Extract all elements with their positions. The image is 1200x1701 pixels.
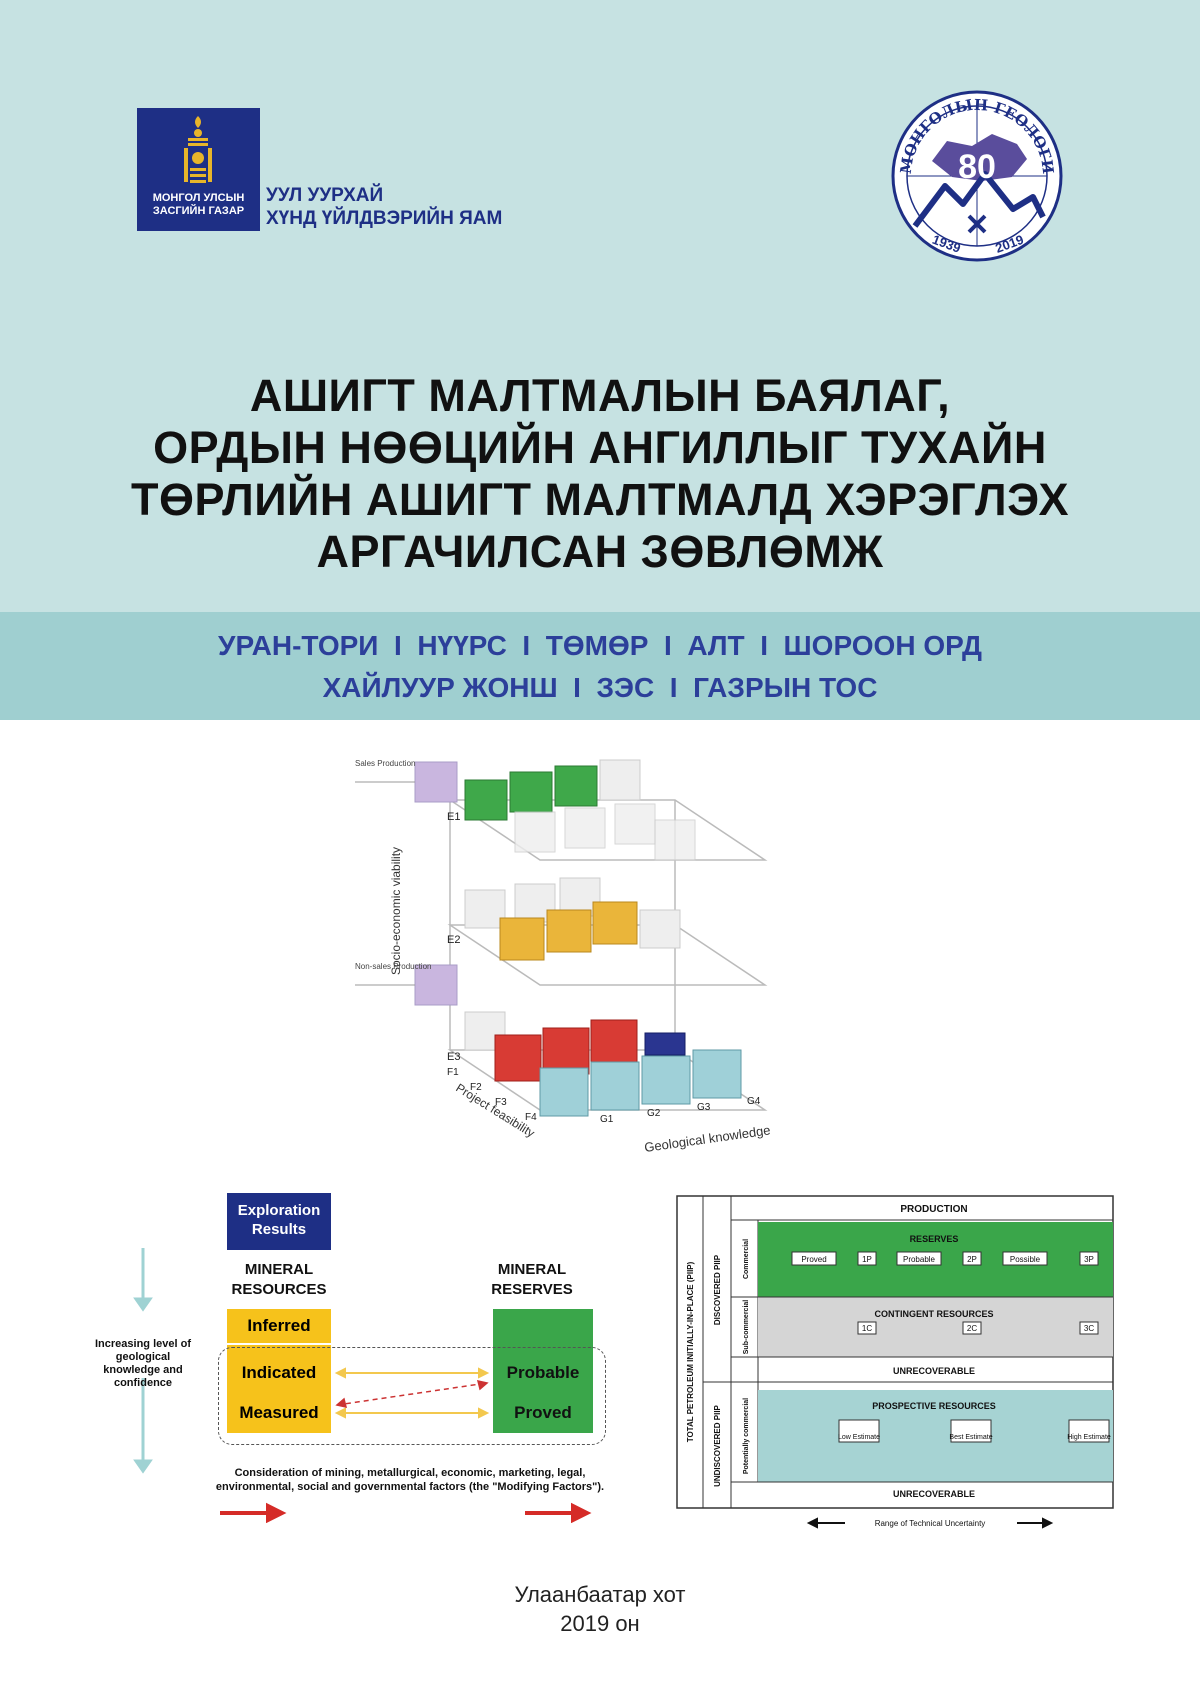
e3-label: E3 <box>447 1051 460 1063</box>
e2-label: E2 <box>447 934 460 946</box>
pet-1p: 1P <box>862 1255 872 1264</box>
probable-label: Probable <box>506 1363 580 1382</box>
mineral-types-line1: УРАН-ТОРИ I НҮҮРС I ТӨМӨР I АЛТ I ШОРООН… <box>218 630 982 661</box>
unfc-cube-figure: Sales Production Non-sales Production So… <box>355 759 771 1155</box>
uncertainty-label: Range of Technical Uncertainty <box>875 1519 986 1528</box>
pet-high: High Estimate <box>1067 1434 1111 1441</box>
ministry-line1: УУЛ УУРХАЙ <box>266 185 384 206</box>
e1-cubes <box>464 759 696 861</box>
pet-3p: 3P <box>1084 1255 1094 1264</box>
unrecoverable-label-2: UNRECOVERABLE <box>893 1489 975 1499</box>
f4-label: F4 <box>525 1112 537 1123</box>
imprint: Улаанбаатар хот 2019 он <box>0 1580 1200 1638</box>
sales-production-cube <box>414 761 458 803</box>
unrecoverable-label-1: UNRECOVERABLE <box>893 1366 975 1376</box>
subtitle-band <box>0 612 1200 720</box>
pet-3c: 3C <box>1084 1324 1094 1333</box>
emblem-caption-line2: ЗАСГИЙН ГАЗАР <box>152 205 245 217</box>
g4-label: G4 <box>747 1096 761 1107</box>
nonsales-production-cube <box>414 964 458 1006</box>
government-emblem: МОНГОЛ УЛСЫН ЗАСГИЙН ГАЗАР <box>137 108 260 231</box>
imprint-city: Улаанбаатар хот <box>514 1582 686 1607</box>
flow-arrows <box>133 1248 592 1523</box>
e1-label: E1 <box>447 811 460 823</box>
petroleum-classification-figure: PRODUCTION RESERVES Proved 1P Probable 2… <box>676 1195 1114 1529</box>
e3-cubes <box>464 1011 742 1117</box>
emblem-caption: МОНГОЛ УЛСЫН ЗАСГИЙН ГАЗАР <box>137 192 260 218</box>
ministry-line2: ХҮНД ҮЙЛДВЭРИЙН ЯАМ <box>266 208 503 229</box>
title-line1: АШИГТ МАЛТМАЛЫН БАЯЛАГ, <box>249 370 951 421</box>
resources-heading: MINERAL RESOURCES <box>231 1261 327 1298</box>
g2-label: G2 <box>647 1108 661 1119</box>
total-piip-label: TOTAL PETROLEUM INITIALLY-IN-PLACE (PIIP… <box>686 1261 695 1442</box>
commercial-label: Commercial <box>743 1239 750 1279</box>
pet-2p: 2P <box>967 1255 977 1264</box>
title-line3: ТӨРЛИЙН АШИГТ МАЛТМАЛД ХЭРЭГЛЭХ <box>130 474 1070 525</box>
exploration-results-box: Exploration Results <box>227 1193 331 1250</box>
inferred-box: Inferred <box>227 1309 331 1343</box>
f2-label: F2 <box>470 1082 482 1093</box>
pet-possible: Possible <box>1010 1255 1041 1264</box>
proved-label: Proved <box>514 1403 572 1422</box>
mineral-types: УРАН-ТОРИ I НҮҮРС I ТӨМӨР I АЛТ I ШОРООН… <box>0 625 1200 709</box>
indicated-label: Indicated <box>241 1363 317 1382</box>
x-axis-label: Geological knowledge <box>643 1122 771 1155</box>
confidence-note: Increasing level of geological knowledge… <box>95 1338 191 1389</box>
f1-label: F1 <box>447 1067 459 1078</box>
title-line2: ОРДЫН НӨӨЦИЙН АНГИЛЛЫГ ТУХАЙН <box>153 422 1047 473</box>
imprint-year: 2019 он <box>560 1611 640 1636</box>
pet-best: Best Estimate <box>949 1434 992 1441</box>
measured-label: Measured <box>239 1403 319 1422</box>
pet-probable: Probable <box>903 1255 936 1264</box>
emblem-caption-line1: МОНГОЛ УЛСЫН <box>152 192 245 204</box>
geology-anniversary-badge: МОНГОЛЫН ГЕОЛОГИ 80 1939 2019 <box>891 90 1063 262</box>
resources-reserves-figure: Exploration Results MINERAL RESOURCES MI… <box>90 1193 620 1523</box>
z-axis-label: Project feasibility <box>453 1081 537 1141</box>
f3-label: F3 <box>495 1097 507 1108</box>
production-label: PRODUCTION <box>900 1204 967 1215</box>
undiscovered-piip-label: UNDISCOVERED PIIP <box>713 1404 722 1486</box>
g3-label: G3 <box>697 1102 711 1113</box>
sales-production-label: Sales Production <box>355 759 415 768</box>
indicated-measured-box <box>227 1345 331 1433</box>
pet-low: Low Estimate <box>838 1434 880 1441</box>
nonsales-production-label: Non-sales Production <box>355 962 431 971</box>
pet-2c: 2C <box>967 1324 977 1333</box>
reserves-heading: MINERAL RESERVES <box>491 1261 573 1298</box>
sub-commercial-label: Sub-commercial <box>743 1300 750 1355</box>
prospective-label: PROSPECTIVE RESOURCES <box>872 1401 996 1411</box>
discovered-piip-label: DISCOVERED PIIP <box>713 1254 722 1325</box>
e2-cubes <box>464 877 681 961</box>
soyombo-icon <box>184 116 212 183</box>
reserves-label: RESERVES <box>910 1234 959 1244</box>
reserves-box <box>493 1309 593 1433</box>
y-axis-label: Socio-economic viability <box>389 847 403 975</box>
document-title: АШИГТ МАЛТМАЛЫН БАЯЛАГ, ОРДЫН НӨӨЦИЙН АН… <box>40 370 1160 578</box>
ministry-name: УУЛ УУРХАЙ ХҮНД ҮЙЛДВЭРИЙН ЯАМ <box>266 184 502 230</box>
pet-proved: Proved <box>801 1255 826 1264</box>
mineral-types-line2: ХАЙЛУУР ЖОНШ I ЗЭС I ГАЗРЫН ТОС <box>322 672 878 703</box>
badge-number: 80 <box>958 148 996 186</box>
potentially-commercial-label: Potentially commercial <box>743 1398 750 1474</box>
confidence-bracket <box>218 1347 606 1445</box>
title-line4: АРГАЧИЛСАН ЗӨВЛӨМЖ <box>316 526 884 577</box>
g1-label: G1 <box>600 1114 614 1125</box>
contingent-label: CONTINGENT RESOURCES <box>874 1309 993 1319</box>
pet-1c: 1C <box>862 1324 872 1333</box>
modifying-factors-note: Consideration of mining, metallurgical, … <box>215 1467 605 1493</box>
